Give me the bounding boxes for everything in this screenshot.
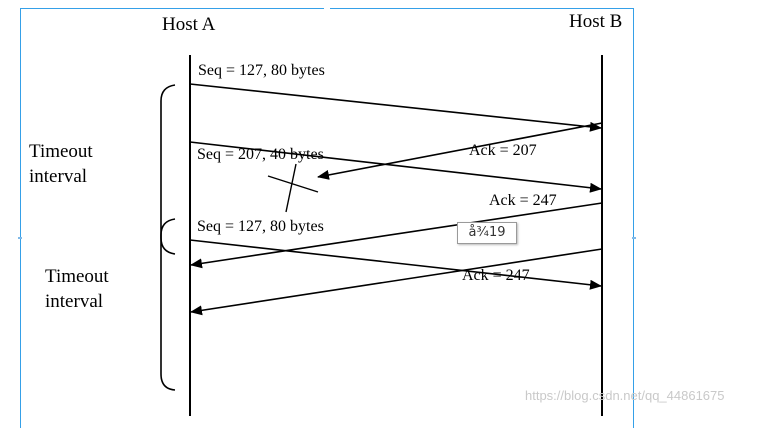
ack-arrow-3 — [190, 248, 603, 316]
timeline-diagram — [160, 55, 603, 416]
ack-label-1: Ack = 207 — [469, 142, 537, 159]
loss-cross-b — [285, 163, 297, 213]
loss-cross-a — [267, 175, 319, 193]
timeout-label-2: Timeout interval — [45, 266, 109, 312]
timeout-brace-1 — [160, 84, 176, 255]
segment-label-2: Seq = 207, 40 bytes — [197, 146, 324, 163]
ack-label-2: Ack = 247 — [489, 192, 557, 209]
host-a-label: Host A — [162, 14, 216, 35]
segment-arrow-3 — [189, 239, 602, 290]
frame-top-gap — [324, 6, 330, 12]
timeout-brace-2 — [160, 218, 176, 391]
frame-tick-left — [18, 237, 22, 239]
figure-badge[interactable]: å¾19 — [457, 222, 517, 244]
segment-label-1: Seq = 127, 80 bytes — [198, 62, 325, 79]
ack-arrow-1-lost — [317, 122, 603, 180]
timeout-label-1: Timeout interval — [29, 141, 93, 187]
segment-label-3: Seq = 127, 80 bytes — [197, 218, 324, 235]
segment-arrow-2 — [189, 141, 602, 193]
watermark-text: https://blog.csdn.net/qq_44861675 — [525, 388, 725, 403]
ack-arrow-2 — [190, 202, 603, 269]
host-b-label: Host B — [569, 11, 623, 32]
segment-arrow-1 — [189, 83, 602, 132]
ack-label-3: Ack = 247 — [462, 267, 530, 284]
frame-tick-right — [632, 237, 636, 239]
